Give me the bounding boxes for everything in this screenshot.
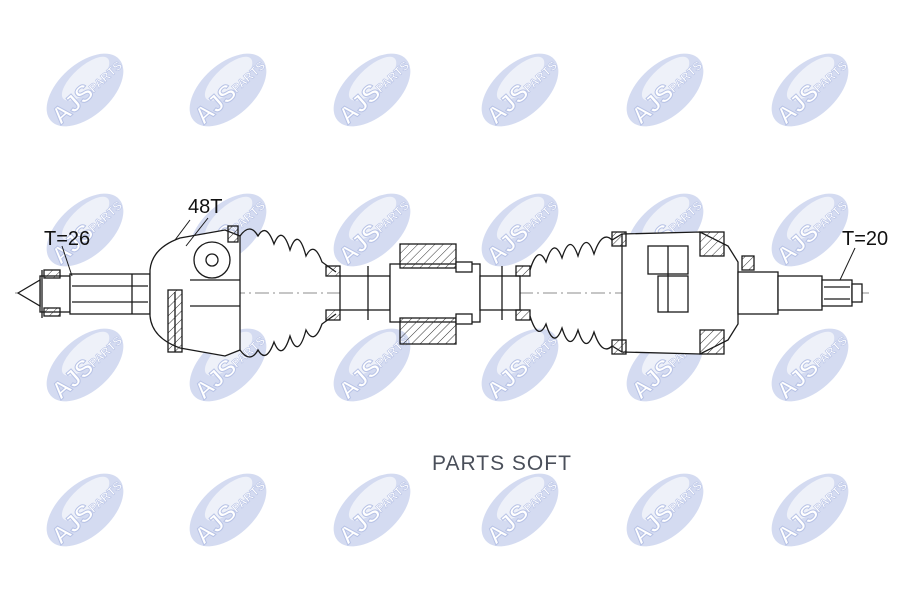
damper <box>389 243 481 345</box>
right-boot <box>515 233 623 353</box>
left-boot <box>239 228 341 358</box>
right-spline-end <box>737 271 863 315</box>
left-spline-end <box>16 269 151 318</box>
label-right-spline: T=20 <box>842 228 888 250</box>
inner-tripod-joint <box>611 231 755 355</box>
shaft-drawing <box>15 217 870 358</box>
label-abs-ring: 48T <box>188 196 222 218</box>
label-left-spline: T=26 <box>44 228 90 250</box>
outer-cv-joint <box>149 219 241 357</box>
watermark-caption: PARTS SOFT <box>432 452 572 475</box>
